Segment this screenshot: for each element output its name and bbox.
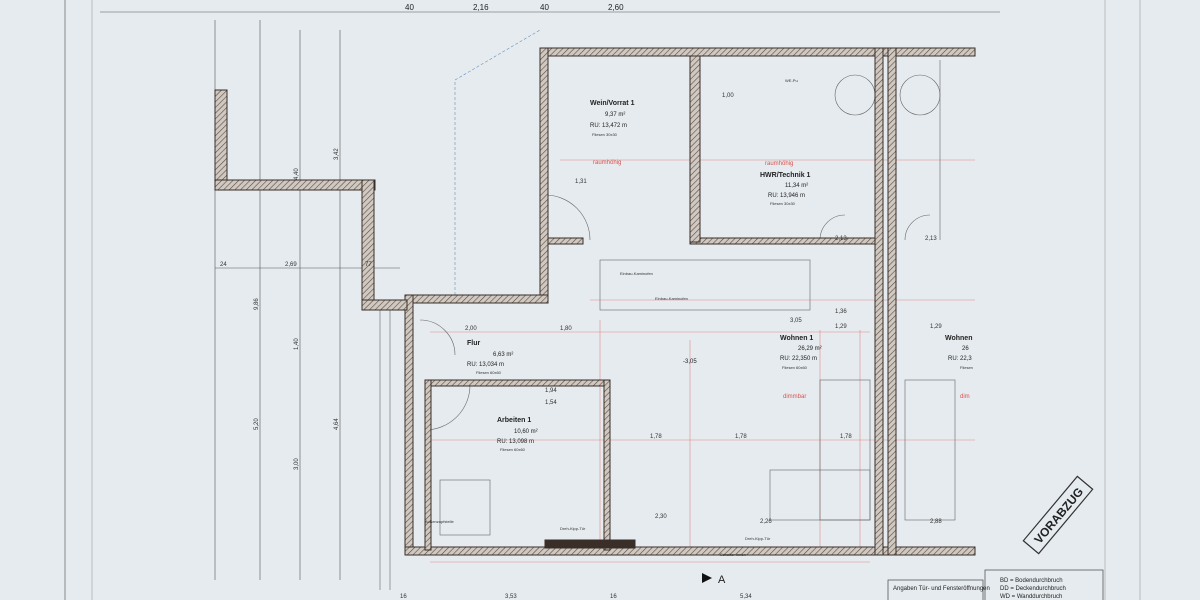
svg-text:Fliesen 30x30: Fliesen 30x30 (770, 201, 796, 206)
svg-text:77: 77 (365, 262, 372, 268)
svg-text:HWR/Technik 1: HWR/Technik 1 (760, 172, 811, 179)
svg-text:40: 40 (540, 3, 549, 12)
svg-text:RU: 13,946 m: RU: 13,946 m (768, 193, 805, 199)
svg-text:RU: 13,034 m: RU: 13,034 m (467, 362, 504, 368)
svg-text:RU: 13,098 m: RU: 13,098 m (497, 439, 534, 445)
svg-text:16: 16 (400, 594, 407, 600)
legend-openings: Angaben Tür- und Fensteröffnungen (887, 579, 990, 600)
svg-text:1,29: 1,29 (835, 324, 847, 330)
svg-text:Wein/Vorrat 1: Wein/Vorrat 1 (590, 100, 635, 107)
room-arbeiten: Arbeiten 1 10,60 m² RU: 13,098 m Fliesen… (497, 417, 538, 452)
svg-text:5,20: 5,20 (254, 418, 260, 430)
svg-text:1,29: 1,29 (930, 324, 942, 330)
svg-text:2,30: 2,30 (655, 514, 667, 520)
svg-text:1,80: 1,80 (560, 326, 572, 332)
svg-text:10,60 m²: 10,60 m² (514, 429, 538, 435)
room-flur: Flur 6,63 m² RU: 13,034 m Fliesen 60x60 (467, 340, 513, 375)
svg-text:Flur: Flur (467, 340, 480, 347)
svg-text:2,69: 2,69 (285, 262, 297, 268)
room-hwr-technik: HWR/Technik 1 11,34 m² RU: 13,946 m Flie… (760, 161, 811, 206)
svg-text:2,60: 2,60 (608, 3, 624, 12)
svg-text:Wohnen 1: Wohnen 1 (780, 335, 813, 342)
svg-text:DD = Deckendurchbruch: DD = Deckendurchbruch (1000, 586, 1066, 592)
svg-text:raumhöhig: raumhöhig (593, 160, 621, 166)
svg-text:Fliesen 60x60: Fliesen 60x60 (500, 447, 526, 452)
detail-lines (379, 29, 956, 590)
svg-text:Wohnen: Wohnen (945, 335, 972, 342)
svg-text:1,94: 1,94 (545, 388, 557, 394)
svg-text:6,63 m²: 6,63 m² (493, 352, 513, 358)
svg-text:4,40: 4,40 (294, 168, 300, 180)
svg-text:9,37 m²: 9,37 m² (605, 112, 625, 118)
svg-text:Fliesen 30x30: Fliesen 30x30 (592, 132, 618, 137)
svg-text:11,34 m²: 11,34 m² (785, 183, 808, 189)
svg-text:1,31: 1,31 (575, 179, 587, 185)
svg-text:RU: 22,3: RU: 22,3 (948, 356, 972, 362)
svg-text:Dreh-Kipp-Tür: Dreh-Kipp-Tür (560, 526, 586, 531)
svg-text:1,00: 1,00 (722, 93, 734, 99)
svg-text:16: 16 (610, 594, 617, 600)
svg-text:26: 26 (962, 346, 969, 352)
walls (214, 47, 976, 556)
svg-text:Einbau-Kaminofen: Einbau-Kaminofen (620, 271, 653, 276)
svg-text:Angaben Tür- und Fensteröffnun: Angaben Tür- und Fensteröffnungen (893, 586, 990, 592)
svg-text:Einbau-Kaminofen: Einbau-Kaminofen (655, 296, 688, 301)
svg-text:1,40: 1,40 (294, 338, 300, 350)
svg-text:2,13: 2,13 (925, 236, 937, 242)
svg-text:1,78: 1,78 (840, 434, 852, 440)
svg-text:9,86: 9,86 (254, 298, 260, 310)
section-marker: A (702, 573, 726, 586)
svg-text:Arbeiten 1: Arbeiten 1 (497, 417, 531, 424)
svg-text:2,13: 2,13 (835, 236, 847, 242)
dimension-labels: 40 2,16 40 2,60 1,00 1,31 4,40 3,42 9,86… (220, 3, 942, 600)
svg-text:Schalter Innen: Schalter Innen (720, 552, 746, 557)
svg-text:2,88: 2,88 (930, 519, 942, 525)
svg-text:BD = Bodendurchbruch: BD = Bodendurchbruch (1000, 578, 1063, 584)
svg-text:Fliesen 60x60: Fliesen 60x60 (476, 370, 502, 375)
svg-text:RU: 13,472 m: RU: 13,472 m (590, 123, 627, 129)
room-wein-vorrat: Wein/Vorrat 1 9,37 m² RU: 13,472 m Flies… (590, 100, 635, 166)
svg-text:3,00: 3,00 (294, 458, 300, 470)
svg-text:raumhöhig: raumhöhig (765, 161, 793, 167)
room-wohnen-1: Wohnen 1 26,29 m² RU: 22,350 m Fliesen 6… (780, 335, 822, 400)
svg-text:VORABZUG: VORABZUG (1031, 485, 1086, 547)
svg-text:1,36: 1,36 (835, 309, 847, 315)
svg-text:3,05: 3,05 (790, 318, 802, 324)
legend-abbreviations: BD = Bodendurchbruch DD = Deckendurchbru… (984, 569, 1104, 600)
svg-text:1,78: 1,78 (735, 434, 747, 440)
svg-text:dimmbar: dimmbar (783, 394, 806, 400)
room-wohnen-2: Wohnen 26 RU: 22,3 Fliesen dim (945, 335, 973, 400)
svg-text:1,78: 1,78 (650, 434, 662, 440)
vorabzug-stamp: VORABZUG (1022, 475, 1094, 555)
svg-text:dim: dim (960, 394, 970, 400)
svg-text:1,54: 1,54 (545, 400, 557, 406)
svg-text:5,34: 5,34 (740, 594, 752, 600)
svg-text:2,16: 2,16 (473, 3, 489, 12)
svg-text:40: 40 (405, 3, 414, 12)
svg-text:24: 24 (220, 262, 227, 268)
dimension-lines-left (100, 11, 1000, 580)
svg-text:Außenzapfstelle: Außenzapfstelle (425, 519, 454, 524)
svg-text:WD = Wanddurchbruch: WD = Wanddurchbruch (1000, 594, 1062, 600)
fixture-labels: Einbau-Kaminofen Einbau-Kaminofen Schalt… (425, 78, 798, 557)
svg-text:2,00: 2,00 (465, 326, 477, 332)
svg-text:Fliesen 60x60: Fliesen 60x60 (782, 365, 808, 370)
svg-text:Fliesen: Fliesen (960, 365, 973, 370)
svg-text:26,29 m²: 26,29 m² (798, 346, 822, 352)
svg-text:Dreh-Kipp-Tür: Dreh-Kipp-Tür (745, 536, 771, 541)
svg-text:4,64: 4,64 (334, 418, 340, 430)
svg-text:-3,05: -3,05 (683, 359, 697, 365)
svg-text:A: A (718, 574, 726, 586)
svg-text:3,53: 3,53 (505, 594, 517, 600)
svg-text:RU: 22,350 m: RU: 22,350 m (780, 356, 817, 362)
svg-text:2,26: 2,26 (760, 519, 772, 525)
svg-text:WE-Pu: WE-Pu (785, 78, 798, 83)
svg-text:3,42: 3,42 (334, 148, 340, 160)
